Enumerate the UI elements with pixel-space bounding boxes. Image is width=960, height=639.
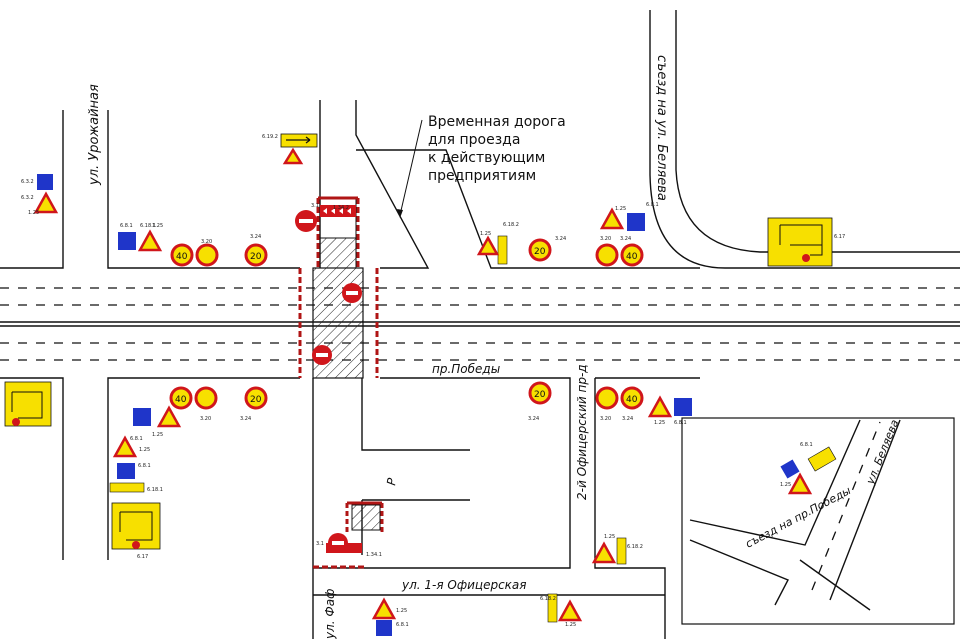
sign-group-top-left: 6.3.2 6.3.2 1.25 <box>21 174 59 216</box>
sign-group-lower-left: 40 20 1.25 6.8.1 3.20 3.24 <box>4 381 268 442</box>
annotation-line-3: к действующим <box>428 150 545 166</box>
sign-code: 1.25 <box>28 210 39 216</box>
inset-map: съезд на пр.Победы ул. Беляева <box>681 417 955 625</box>
sign-code: 1.34.2 <box>333 205 349 211</box>
sign-group-left-column: 6.8.1 1.25 6.18.1 6.17 <box>109 435 163 560</box>
sign-label: 3.24 <box>622 416 633 422</box>
sign-group-upper-left: 40 20 6.8.1 6.18.1 1.25 3.20 3.24 <box>118 223 268 267</box>
sign-label: 20 <box>250 252 262 262</box>
sign-label: 1.25 <box>615 206 626 212</box>
sign-code: 3.1 <box>316 541 324 547</box>
sign-label: 3.20 <box>600 236 611 242</box>
street-main: пр.Победы <box>432 362 500 376</box>
sign-label: 6.8.1 <box>138 463 151 469</box>
signs-layer: 6.3.2 6.3.2 1.25 6.19.2 3.1 1.34.2 3.1 1… <box>4 133 845 636</box>
sign-label: 20 <box>534 247 546 257</box>
sign-label: 6.18.1 <box>140 223 156 229</box>
sign-label: 3.24 <box>620 236 631 242</box>
sign-label: 6.18.2 <box>627 544 643 550</box>
sign-label: 40 <box>626 395 638 405</box>
no-entry-signs: 3.1 1.34.2 3.1 1.34.1 <box>295 203 382 558</box>
lane-markings <box>0 287 960 361</box>
sign-label: 1.25 <box>654 420 665 426</box>
sign-label: 3.20 <box>200 416 211 422</box>
annotation: Временная дорога для проезда к действующ… <box>397 114 566 218</box>
sign-group-detour-top: 6.19.2 <box>262 133 318 165</box>
sign-label: 6.8.1 <box>396 622 409 628</box>
sign-code: 6.3.2 <box>21 179 34 185</box>
sign-label: 1.25 <box>565 622 576 628</box>
sign-code: 1.34.1 <box>366 552 382 558</box>
sign-label: 6.18.2 <box>540 596 556 602</box>
sign-label: 3.24 <box>528 416 539 422</box>
sign-label: 3.24 <box>555 236 566 242</box>
sign-label: 6.17 <box>834 234 845 240</box>
sign-group-inset: 6.8.1 1.25 <box>780 442 837 495</box>
sign-label: 1.25 <box>604 534 615 540</box>
sign-label: 3.20 <box>600 416 611 422</box>
info-sign <box>37 174 53 190</box>
sign-group-officer-drive: 1.25 6.18.2 <box>591 534 643 565</box>
sign-label: 1.25 <box>396 608 407 614</box>
street-officer-1: ул. 1-я Офицерская <box>401 578 527 592</box>
sign-group-bottom: 1.25 6.8.1 6.18.2 1.25 <box>371 593 583 636</box>
sign-label: 6.17 <box>137 554 148 560</box>
street-bottom-cut: ул. Фаф <box>323 589 337 639</box>
parking-label: P <box>384 476 399 486</box>
sign-label: 40 <box>176 252 188 262</box>
sign-label: 1.25 <box>480 231 491 237</box>
sign-label: 3.24 <box>240 416 251 422</box>
sign-code: 3.1 <box>311 203 319 209</box>
street-left: ул. Урожайная <box>87 84 102 186</box>
street-right-top: съезд на ул. Беляева <box>654 55 669 201</box>
sign-label: 40 <box>175 395 187 405</box>
sign-label: 1.25 <box>780 482 791 488</box>
sign-group-lower-right: 40 3.20 3.24 1.25 6.8.1 <box>595 386 692 426</box>
sign-code: 6.3.2 <box>21 195 34 201</box>
sign-group-detour-plate-right: 6.17 <box>767 217 845 267</box>
sign-code: 6.19.2 <box>262 134 278 140</box>
sign-group-lower-middle: 20 3.24 <box>528 381 552 422</box>
sign-label: 6.8.1 <box>130 436 143 442</box>
annotation-line-1: Временная дорога <box>428 114 566 130</box>
annotation-line-4: предприятиям <box>428 168 536 184</box>
sign-label: 1.25 <box>152 223 163 229</box>
sign-label: 40 <box>626 252 638 262</box>
sign-label: 6.18.2 <box>503 222 519 228</box>
sign-label: 6.8.1 <box>646 202 659 208</box>
sign-label: 3.20 <box>201 239 212 245</box>
warning-sign <box>33 191 59 214</box>
sign-label: 6.8.1 <box>800 442 813 448</box>
street-officer-2: 2-й Офицерский пр-д <box>575 364 589 500</box>
sign-label: 3.24 <box>250 234 261 240</box>
annotation-line-2: для проезда <box>428 132 520 148</box>
sign-group-upper-right: 40 1.25 3.20 6.8.1 3.24 <box>595 202 659 267</box>
sign-label: 6.8.1 <box>120 223 133 229</box>
sign-label: 20 <box>250 395 262 405</box>
sign-label: 6.18.1 <box>147 487 163 493</box>
sign-group-upper-middle: 20 1.25 6.18.2 3.24 <box>476 222 566 265</box>
sign-label: 1.25 <box>152 432 163 438</box>
sign-label: 20 <box>534 390 546 400</box>
sign-label: 6.8.1 <box>674 420 687 426</box>
street-labels: ул. Урожайная съезд на ул. Беляева пр.По… <box>87 55 669 639</box>
sign-label: 1.25 <box>139 447 150 453</box>
